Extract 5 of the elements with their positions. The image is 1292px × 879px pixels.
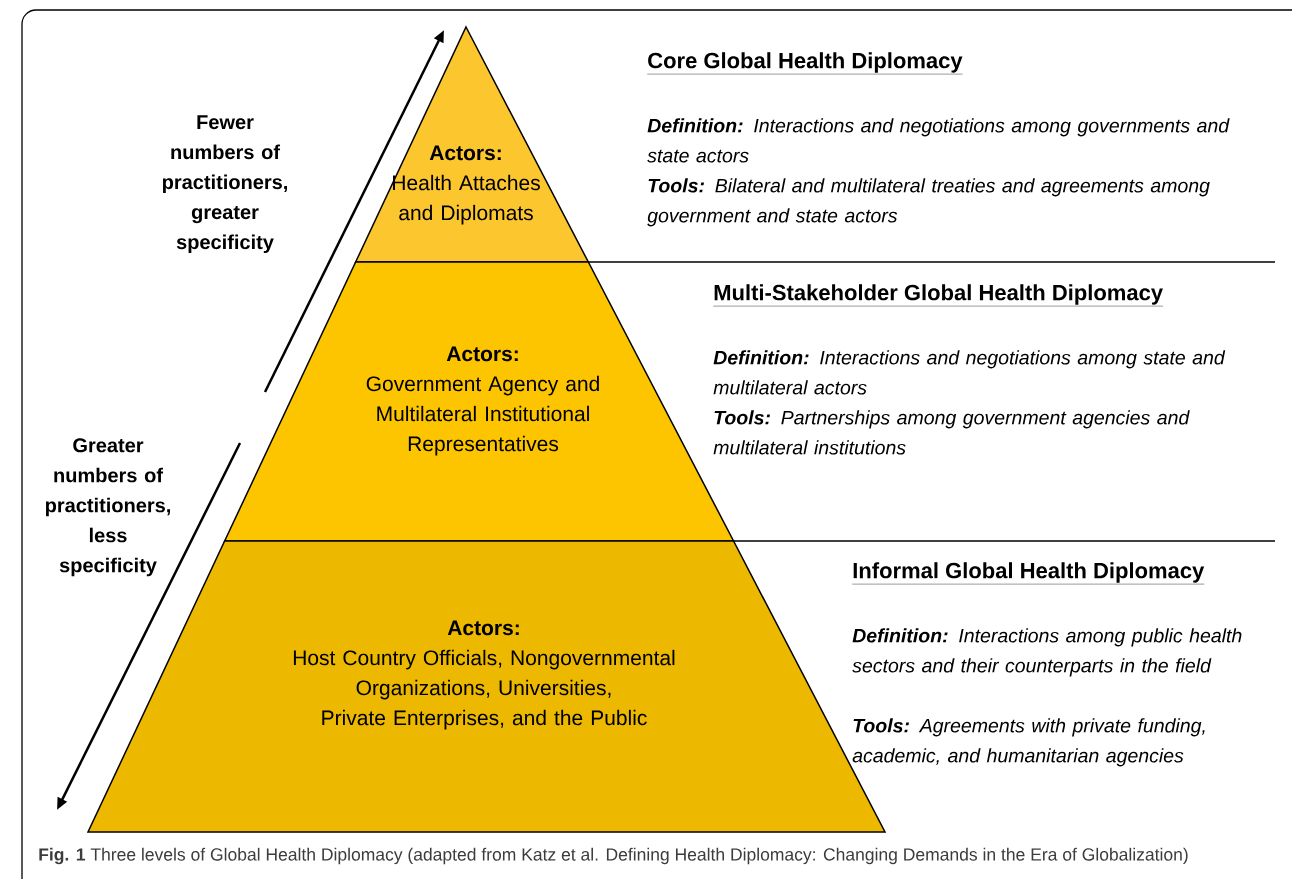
figure-caption: Fig. 1 Three levels of Global Health Diplomacy (adapted from Katz et al. Defining Health Diplomacy: Changing Demands in the Era of Globalization) bbox=[39, 847, 1188, 865]
side-note: Fewer numbers of practitioners, greater specificity bbox=[162, 115, 287, 254]
description-text: Definition: Interactions and negotiations among governments and state actors bbox=[647, 118, 1230, 163]
section-heading: Core Global Health Diplomacy bbox=[647, 52, 963, 75]
description-text: Tools: Bilateral and multilateral treaties and agreements among government and state actors bbox=[647, 178, 1210, 227]
